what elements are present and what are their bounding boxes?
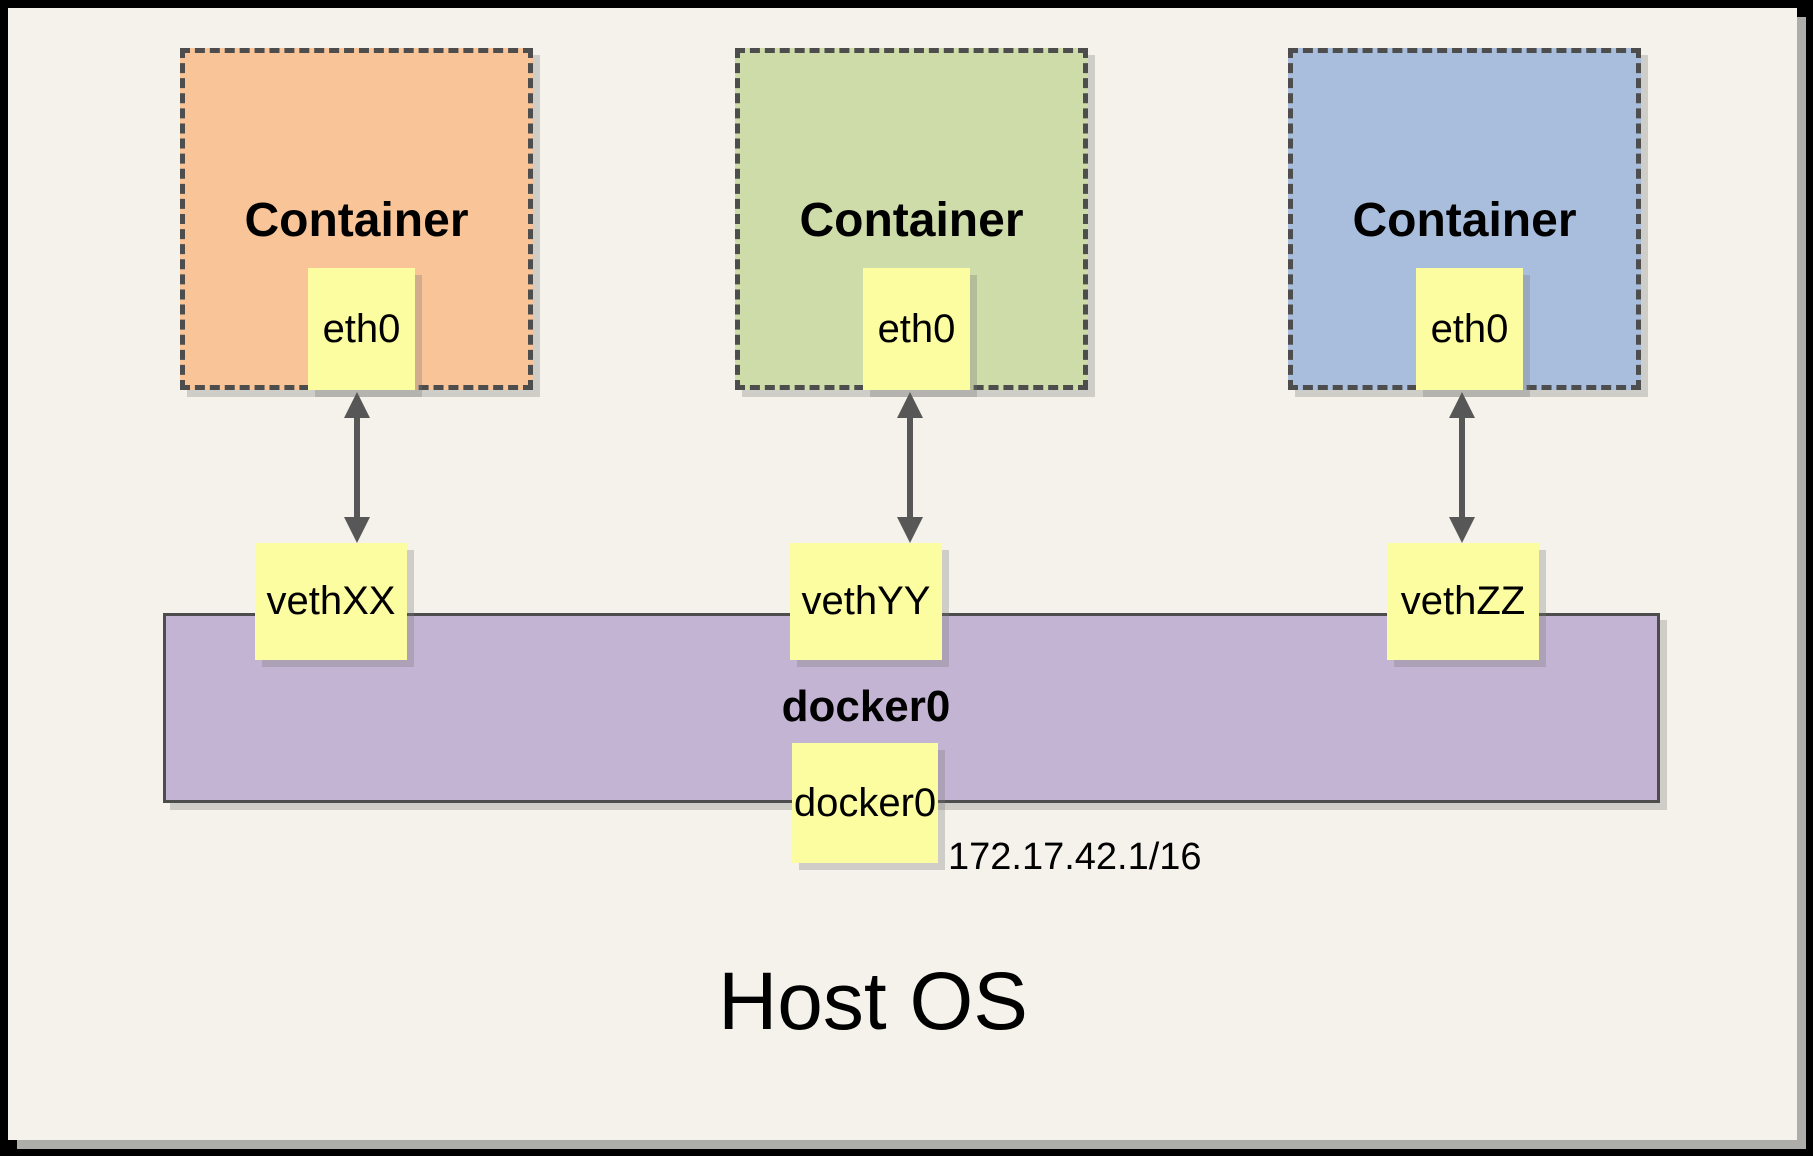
veth-label: vethXX bbox=[266, 579, 396, 623]
docker0-interface-box: docker0 bbox=[792, 743, 938, 863]
eth0-interface-box: eth0 bbox=[1416, 268, 1523, 390]
ip-address-label: 172.17.42.1/16 bbox=[948, 836, 1202, 878]
arrow-up-icon bbox=[1449, 392, 1475, 418]
container-title: Container bbox=[799, 194, 1024, 247]
container-box-3: Container eth0 bbox=[1288, 48, 1641, 390]
container-box-1: Container eth0 bbox=[180, 48, 533, 390]
docker0-interface-label: docker0 bbox=[793, 780, 937, 825]
arrow-down-icon bbox=[897, 517, 923, 543]
diagram-frame: Container eth0 Container eth0 Container … bbox=[8, 8, 1797, 1140]
veth-label: vethYY bbox=[801, 579, 931, 623]
veth-label: vethZZ bbox=[1400, 579, 1526, 623]
eth0-interface-box: eth0 bbox=[863, 268, 970, 390]
double-arrow-connector bbox=[897, 392, 923, 543]
eth0-label: eth0 bbox=[1430, 306, 1509, 351]
arrow-down-icon bbox=[1449, 517, 1475, 543]
eth0-interface-box: eth0 bbox=[308, 268, 415, 390]
double-arrow-connector bbox=[1449, 392, 1475, 543]
container-title: Container bbox=[244, 194, 469, 247]
veth-interface-box: vethZZ bbox=[1387, 543, 1539, 660]
container-box-2: Container eth0 bbox=[735, 48, 1088, 390]
arrow-down-icon bbox=[344, 517, 370, 543]
eth0-label: eth0 bbox=[322, 306, 401, 351]
arrow-up-icon bbox=[897, 392, 923, 418]
eth0-label: eth0 bbox=[877, 306, 956, 351]
veth-interface-box: vethYY bbox=[790, 543, 942, 660]
double-arrow-connector bbox=[344, 392, 370, 543]
container-title: Container bbox=[1352, 194, 1577, 247]
host-os-label: Host OS bbox=[718, 956, 1028, 1047]
docker0-bridge-title: docker0 bbox=[781, 682, 951, 731]
veth-interface-box: vethXX bbox=[255, 543, 407, 660]
arrow-up-icon bbox=[344, 392, 370, 418]
